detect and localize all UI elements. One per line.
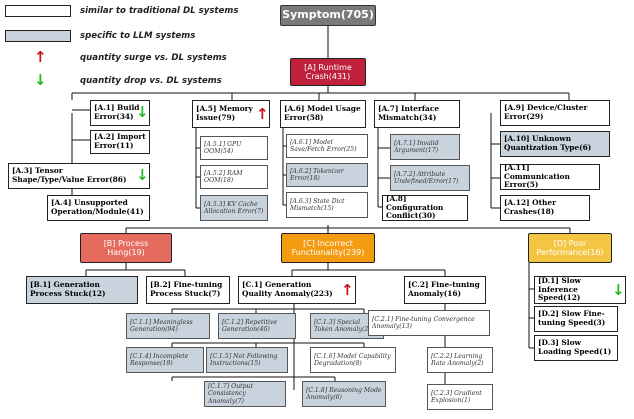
node-a2: [A.2] Import Error(11) xyxy=(90,130,150,154)
drop-arrow-icon: ↓ xyxy=(136,166,149,184)
root-node: Symptom(705) xyxy=(280,5,376,26)
node-a7-1: [A.7.1] Invalid Argument(17) xyxy=(390,134,460,160)
node-a6: [A.6] Model Usage Error(58) xyxy=(280,100,366,128)
legend-drop-arrow-icon: ↓ xyxy=(34,71,47,89)
node-a1: [A.1] Build Error(34) xyxy=(90,100,150,126)
node-a5: [A.5] Memory Issue(79) xyxy=(192,100,270,128)
category-process-hang: [B] Process Hang(19) xyxy=(80,233,172,263)
node-a9: [A.9] Device/Cluster Error(29) xyxy=(500,100,610,126)
node-c1-1: [C.1.1] Meaningless Generation(94) xyxy=(126,313,210,339)
node-a10: [A.10] Unknown Quantization Type(6) xyxy=(500,131,610,157)
node-a6-3: [A.6.3] State Dict Mismatch(15) xyxy=(286,192,368,218)
node-d3: [D.3] Slow Loading Speed(1) xyxy=(534,335,618,361)
node-b2: [B.2] Fine-tuning Process Stuck(7) xyxy=(146,276,230,304)
node-c2-1: [C.2.1] Fine-tuning Convergence Anomaly(… xyxy=(368,310,490,336)
node-c2-3: [C.2.3] Gradient Explosion(1) xyxy=(427,384,493,410)
category-poor-performance: [D] Poor Performance(16) xyxy=(528,233,612,263)
node-b1: [B.1] Generation Process Stuck(12) xyxy=(26,276,138,304)
node-c1-4: [C.1.4] Incomplete Response(19) xyxy=(126,347,204,373)
legend-surge-arrow-icon: ↑ xyxy=(34,48,47,66)
node-c1-6: [C.1.6] Model Capability Degradation(8) xyxy=(310,347,396,373)
node-a5-2: [A.5.2] RAM OOM(18) xyxy=(200,165,268,189)
node-a6-1: [A.6.1] Model Save/Fetch Error(25) xyxy=(286,134,368,158)
node-c1: [C.1] Generation Quality Anomaly(223) xyxy=(238,276,356,304)
node-a6-2: [A.6.2] Tokenizer Error(18) xyxy=(286,163,368,187)
node-a5-3: [A.5.3] KV Cache Allocation Error(7) xyxy=(200,195,268,221)
node-d1: [D.1] Slow Inference Speed(12) xyxy=(534,276,626,304)
node-a7: [A.7] Interface Mismatch(34) xyxy=(374,100,460,128)
node-c1-2: [C.1.2] Repetitive Generation(46) xyxy=(218,313,296,339)
node-a5-1: [A.5.1] GPU OOM(54) xyxy=(200,136,268,160)
surge-arrow-icon: ↑ xyxy=(256,105,269,123)
legend-swatch-similar xyxy=(5,5,71,17)
node-c1-5: [C.1.5] Not Following Instructions(15) xyxy=(206,347,288,373)
legend-label-drop: quantity drop vs. DL systems xyxy=(80,76,222,86)
node-a12: [A.12] Other Crashes(18) xyxy=(500,195,590,221)
node-c1-7: [C.1.7] Output Consistency Anomaly(7) xyxy=(204,381,286,407)
node-c2-2: [C.2.2] Learning Rate Anomaly(2) xyxy=(427,347,493,373)
node-a8: [A.8] Configuration Conflict(30) xyxy=(382,194,468,221)
node-a3: [A.3] Tensor Shape/Type/Value Error(86) xyxy=(8,163,150,189)
category-runtime-crash: [A] Runtime Crash(431) xyxy=(290,58,366,86)
category-incorrect-functionality: [C] Incorrect Functionality(239) xyxy=(281,233,375,263)
legend-swatch-specific xyxy=(5,30,71,42)
drop-arrow-icon: ↓ xyxy=(612,281,625,299)
legend-label-specific: specific to LLM systems xyxy=(80,31,196,41)
legend-label-similar: similar to traditional DL systems xyxy=(80,6,239,16)
node-d2: [D.2] Slow Fine-tuning Speed(3) xyxy=(534,306,618,332)
node-a4: [A.4] Unsupported Operation/Module(41) xyxy=(47,195,150,221)
node-c1-8: [C.1.8] Reasoning Mode Anomaly(6) xyxy=(302,381,386,407)
drop-arrow-icon: ↓ xyxy=(136,103,149,121)
node-c2: [C.2] Fine-tuning Anomaly(16) xyxy=(404,276,486,304)
node-a7-2: [A.7.2] Attribute Undefined/Error(17) xyxy=(390,165,470,191)
node-a11: [A.11] Communication Error(5) xyxy=(500,163,600,190)
legend-label-surge: quantity surge vs. DL systems xyxy=(80,53,227,63)
surge-arrow-icon: ↑ xyxy=(341,281,354,299)
